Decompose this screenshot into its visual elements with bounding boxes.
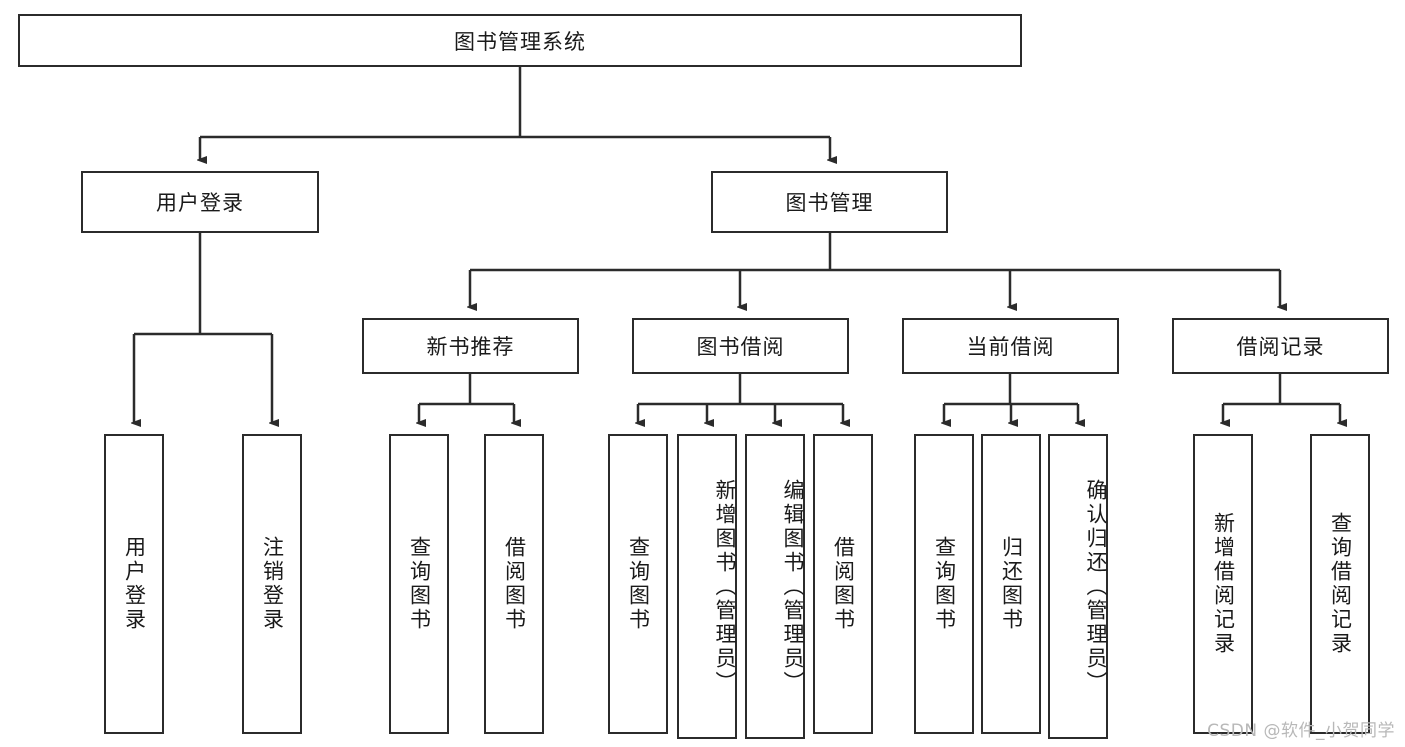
node-user-login[interactable]: 用户登录 — [81, 171, 319, 233]
node-leaf-return-book[interactable]: 归还图书 — [981, 434, 1041, 734]
watermark-text: CSDN @软件_小贺同学 — [1207, 721, 1395, 741]
node-book-manage[interactable]: 图书管理 — [711, 171, 948, 233]
node-new-book-recommend[interactable]: 新书推荐 — [362, 318, 579, 374]
node-leaf-borrow-book-2[interactable]: 借阅图书 — [813, 434, 873, 734]
node-leaf-query-book-3[interactable]: 查询图书 — [914, 434, 974, 734]
node-root[interactable]: 图书管理系统 — [18, 14, 1022, 67]
node-leaf-confirm-return[interactable]: 确认归还（管理员） — [1048, 434, 1108, 739]
node-leaf-borrow-book-1[interactable]: 借阅图书 — [484, 434, 544, 734]
node-leaf-add-book[interactable]: 新增图书（管理员） — [677, 434, 737, 739]
node-leaf-query-book-2[interactable]: 查询图书 — [608, 434, 668, 734]
node-leaf-edit-book[interactable]: 编辑图书（管理员） — [745, 434, 805, 739]
node-leaf-user-login[interactable]: 用户登录 — [104, 434, 164, 734]
node-leaf-user-logout[interactable]: 注销登录 — [242, 434, 302, 734]
node-leaf-query-record[interactable]: 查询借阅记录 — [1310, 434, 1370, 734]
node-leaf-add-record[interactable]: 新增借阅记录 — [1193, 434, 1253, 734]
node-book-borrow[interactable]: 图书借阅 — [632, 318, 849, 374]
node-leaf-query-book-1[interactable]: 查询图书 — [389, 434, 449, 734]
node-current-borrow[interactable]: 当前借阅 — [902, 318, 1119, 374]
node-borrow-record[interactable]: 借阅记录 — [1172, 318, 1389, 374]
